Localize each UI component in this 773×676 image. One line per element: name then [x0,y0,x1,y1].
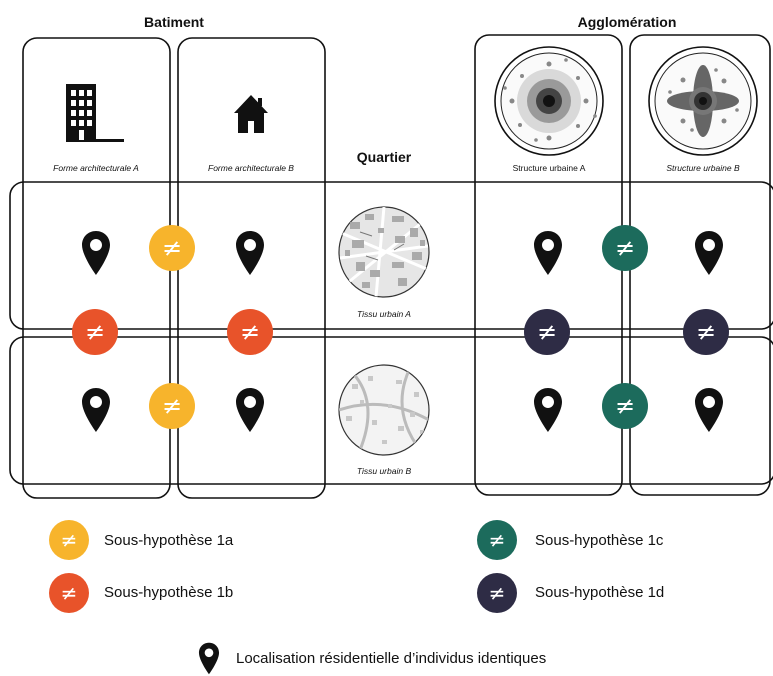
legend-item-1b: ≠ Sous-hypothèse 1b [49,573,233,613]
not-equal-symbol: ≠ [537,318,557,346]
hypothesis-1c-marker: ≠ [602,383,648,429]
legend-item-pin: Localisation résidentielle d’individus i… [198,642,546,675]
sparse-urban-map-icon [338,364,430,456]
row-box-urban-fabric-a [9,181,773,330]
building-header: Batiment [144,14,204,30]
legend-label-pin: Localisation résidentielle d’individus i… [236,650,546,667]
not-equal-symbol: ≠ [615,234,635,262]
urban-structure-b-label: Structure urbaine B [666,163,740,173]
not-equal-symbol: ≠ [696,318,716,346]
map-pin-icon [695,388,723,432]
not-equal-symbol: ≠ [61,528,78,552]
urban-structure-a-label: Structure urbaine A [513,163,586,173]
map-pin-icon [236,231,264,275]
agglomeration-header: Agglomération [578,14,677,30]
hypothesis-1d-marker: ≠ [683,309,729,355]
map-pin-icon [534,231,562,275]
map-pin-icon [198,642,220,675]
not-equal-symbol: ≠ [615,392,635,420]
map-pin-icon [534,388,562,432]
hypothesis-1d-marker: ≠ [524,309,570,355]
urban-fabric-b-label: Tissu urbain B [357,466,412,476]
hypothesis-1b-marker: ≠ [72,309,118,355]
urban-fabric-a-label: Tissu urbain A [357,309,411,319]
legend-item-1d: ≠ Sous-hypothèse 1d [477,573,664,613]
map-pin-icon [82,231,110,275]
hypothesis-1a-marker: ≠ [149,383,195,429]
map-pin-icon [695,231,723,275]
concentric-city-icon [494,46,604,156]
hypothesis-1c-marker: ≠ [602,225,648,271]
not-equal-symbol: ≠ [85,318,105,346]
not-equal-symbol: ≠ [489,528,506,552]
map-pin-icon [236,388,264,432]
apartment-building-icon [66,84,124,142]
legend-label-1a: Sous-hypothèse 1a [104,532,234,549]
map-pin-icon [82,388,110,432]
hypothesis-1b-marker: ≠ [227,309,273,355]
not-equal-symbol: ≠ [162,234,182,262]
star-shaped-city-icon [648,46,758,156]
legend-label-1c: Sous-hypothèse 1c [535,532,664,549]
legend-label-1b: Sous-hypothèse 1b [104,584,233,601]
not-equal-symbol: ≠ [489,581,506,605]
row-box-urban-fabric-b [9,336,773,485]
legend-item-1c: ≠ Sous-hypothèse 1c [477,520,664,560]
hypothesis-1a-marker: ≠ [149,225,195,271]
not-equal-symbol: ≠ [240,318,260,346]
neighborhood-header: Quartier [357,149,412,165]
architectural-form-a-label: Forme architecturale A [53,163,139,173]
legend-item-1a: ≠ Sous-hypothèse 1a [49,520,234,560]
legend-label-1d: Sous-hypothèse 1d [535,584,664,601]
legend: ≠ Sous-hypothèse 1a ≠ Sous-hypothèse 1b … [49,520,664,675]
dense-urban-map-icon [338,206,430,298]
not-equal-symbol: ≠ [61,581,78,605]
house-icon [234,95,268,133]
not-equal-symbol: ≠ [162,392,182,420]
architectural-form-b-label: Forme architecturale B [208,163,294,173]
